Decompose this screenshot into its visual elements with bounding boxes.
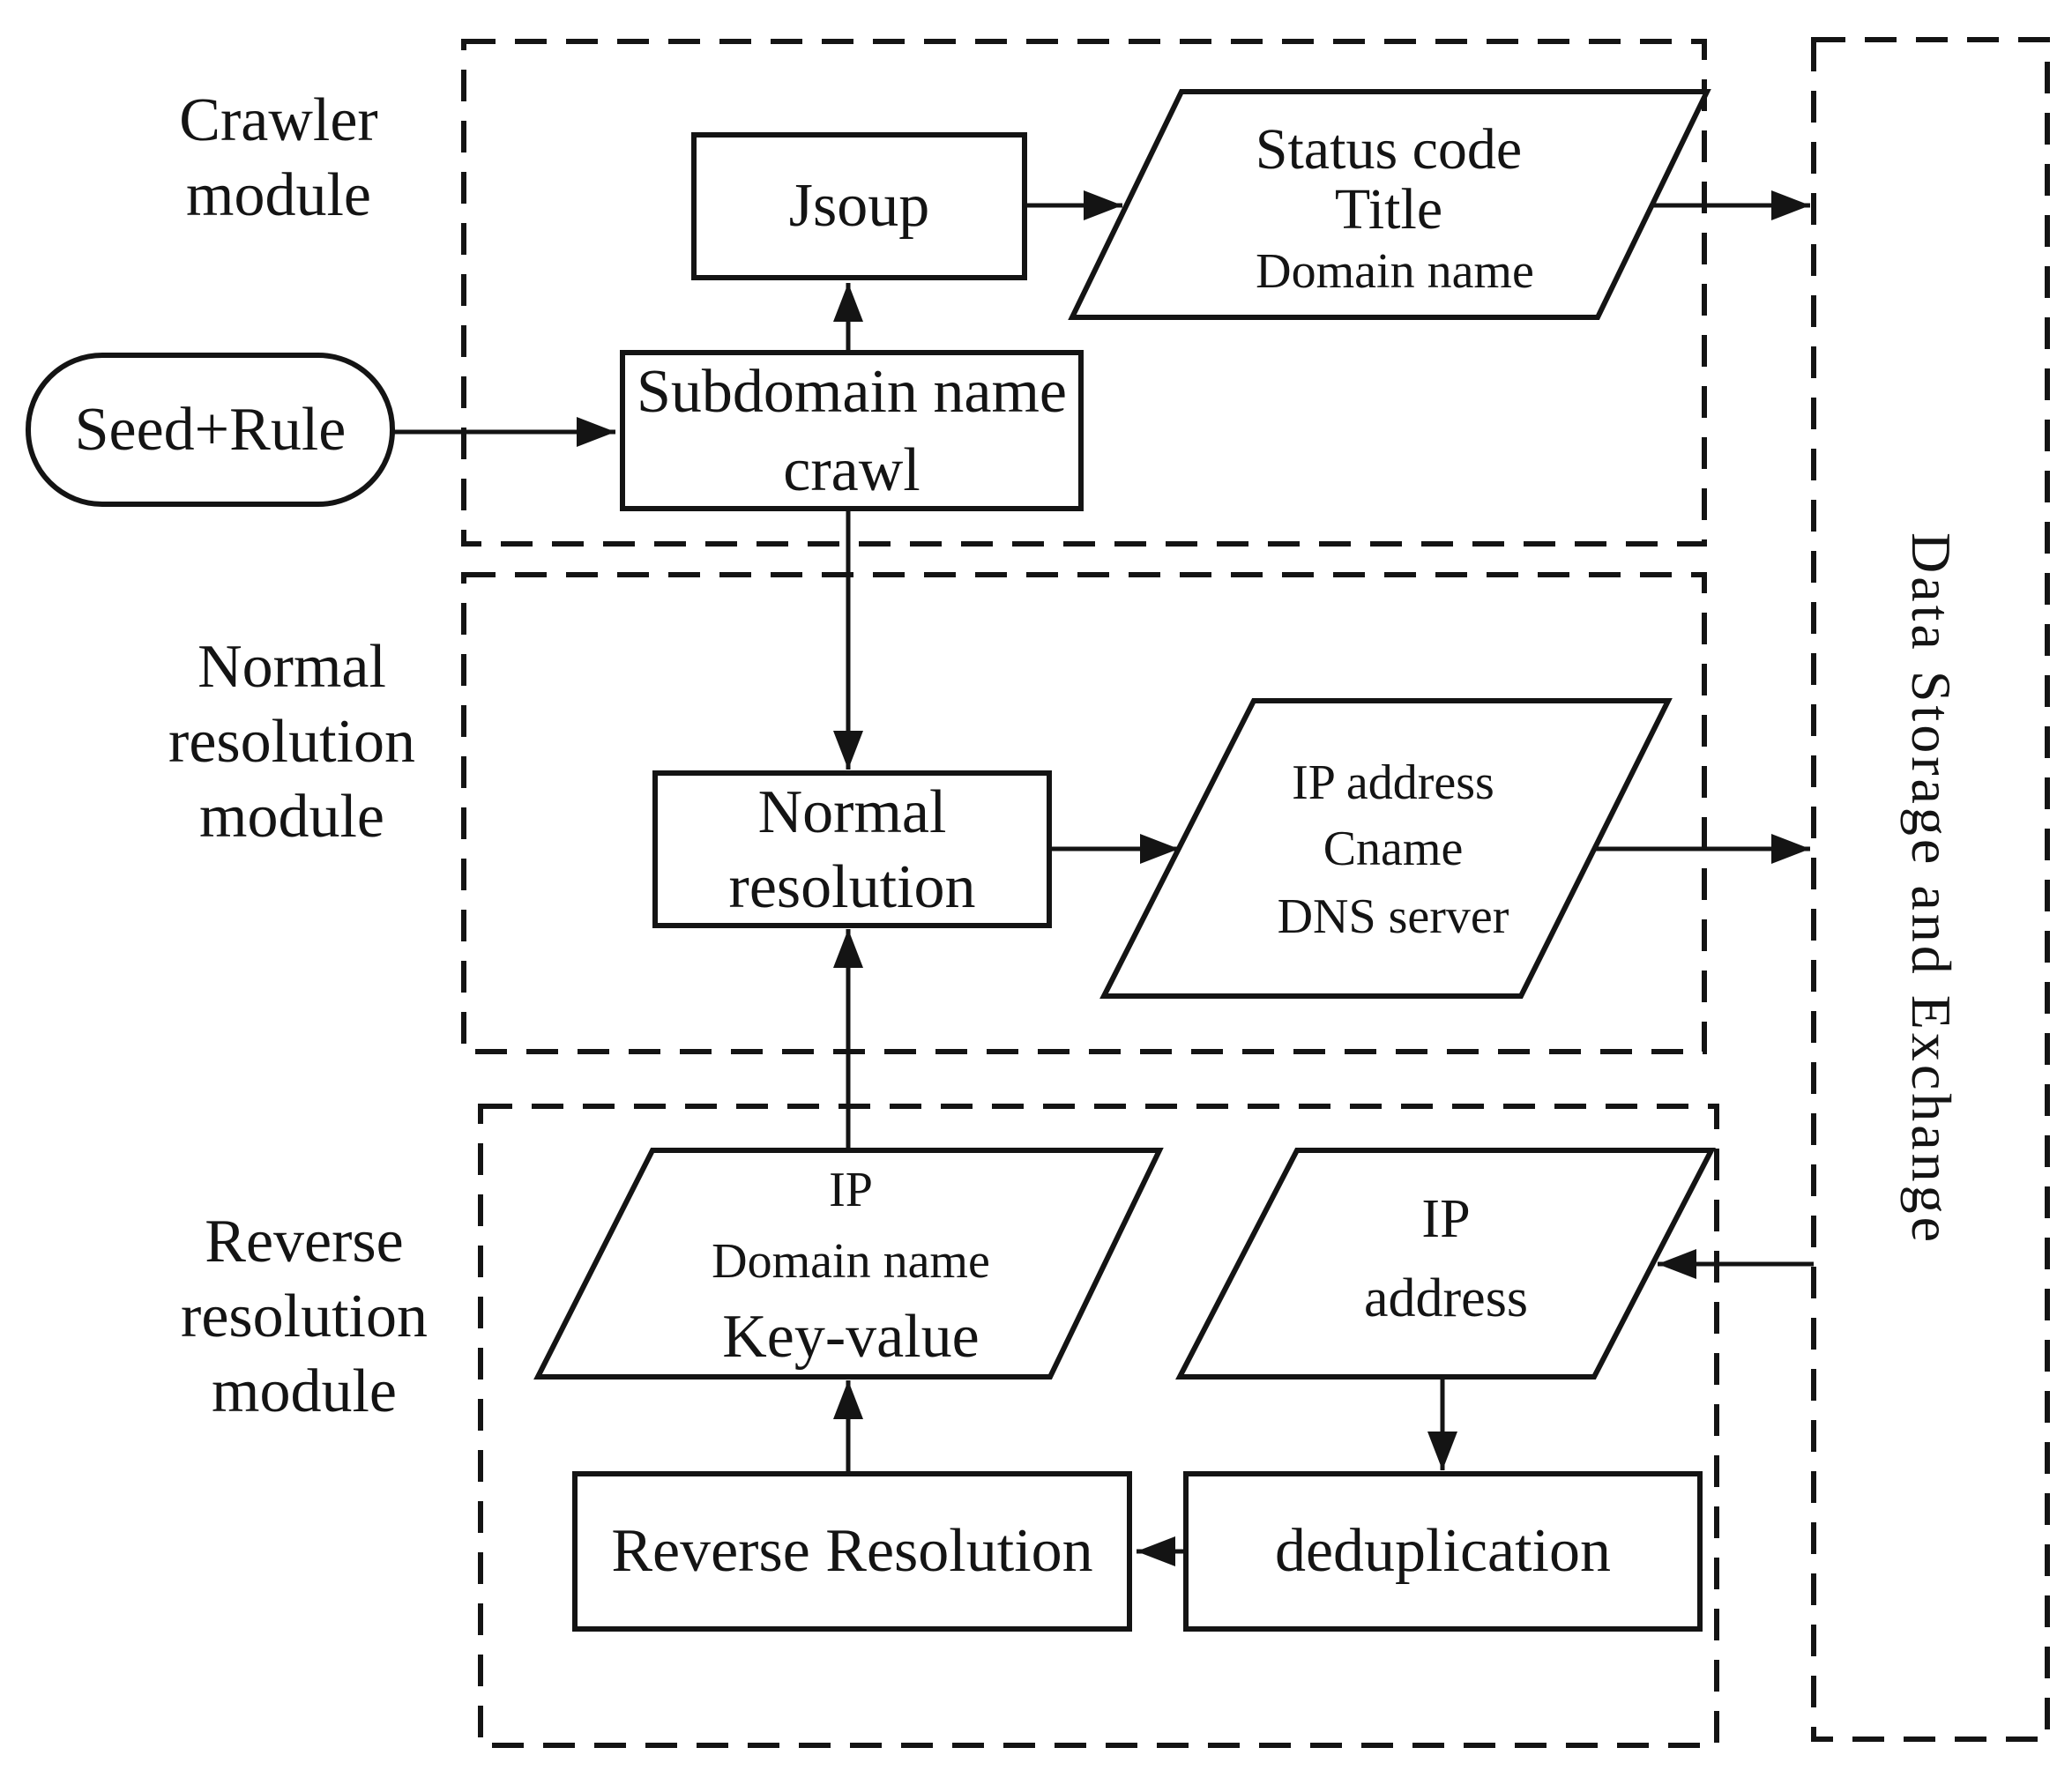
crawler-module-label-line2: module bbox=[186, 161, 371, 229]
normal-module-label-line1: Normal bbox=[198, 633, 386, 701]
dns-output-line3: DNS server bbox=[1277, 889, 1509, 944]
crawler-module-box bbox=[461, 39, 1707, 547]
data-storage-box bbox=[1811, 37, 2050, 1742]
normal-resolution-module-box bbox=[461, 572, 1707, 1054]
normal-resolution-module-label: Normal resolution module bbox=[71, 629, 512, 854]
reverse-module-label-line3: module bbox=[212, 1357, 397, 1425]
normal-resolution-label: Normal resolution bbox=[655, 773, 1049, 926]
reverse-module-label-line1: Reverse bbox=[205, 1208, 404, 1275]
normal-resolution-process-shape bbox=[652, 770, 1052, 928]
normal-module-label-line3: module bbox=[199, 783, 384, 851]
ip-address-line1: IP bbox=[1421, 1189, 1471, 1249]
crawler-module-label: Crawler module bbox=[58, 83, 499, 233]
subdomain-crawl-label: Subdomain name crawl bbox=[622, 353, 1081, 509]
jsoup-process-shape bbox=[691, 132, 1027, 280]
ip-address-line2: address bbox=[1364, 1268, 1528, 1328]
normal-resolution-label-line1: Normal bbox=[757, 777, 947, 846]
crawl-output-data-shape bbox=[1068, 89, 1711, 320]
ip-address-data-shape bbox=[1175, 1148, 1716, 1380]
jsoup-label: Jsoup bbox=[788, 172, 930, 240]
key-value-line3: Key-value bbox=[722, 1303, 980, 1371]
dns-output-data-shape bbox=[1099, 698, 1673, 999]
key-value-data-shape bbox=[533, 1148, 1164, 1380]
subdomain-crawl-label-line1: Subdomain name bbox=[637, 357, 1067, 426]
deduplication-process-shape bbox=[1183, 1471, 1703, 1632]
crawl-output-line3: Domain name bbox=[1256, 244, 1534, 299]
dns-output-line2: Cname bbox=[1323, 822, 1464, 876]
normal-resolution-label-line2: resolution bbox=[728, 852, 976, 921]
seed-rule-terminator-shape bbox=[26, 353, 395, 507]
crawler-module-label-line1: Crawler bbox=[179, 86, 378, 154]
key-value-line1: IP bbox=[829, 1163, 873, 1217]
reverse-resolution-module-label: Reverse resolution module bbox=[84, 1204, 525, 1429]
crawl-output-line2: Title bbox=[1334, 177, 1443, 242]
reverse-resolution-process-shape bbox=[572, 1471, 1132, 1632]
key-value-line2: Domain name bbox=[712, 1234, 990, 1289]
subdomain-crawl-process-shape bbox=[620, 350, 1084, 511]
reverse-module-label-line2: resolution bbox=[181, 1283, 428, 1350]
subdomain-crawl-label-line2: crawl bbox=[783, 435, 920, 504]
deduplication-label: deduplication bbox=[1274, 1517, 1611, 1585]
reverse-resolution-label: Reverse Resolution bbox=[611, 1517, 1093, 1585]
crawl-output-line1: Status code bbox=[1255, 117, 1523, 182]
dns-output-line1: IP address bbox=[1292, 755, 1494, 810]
normal-module-label-line2: resolution bbox=[168, 708, 415, 776]
data-storage-label: Data Storage and Exchange bbox=[1900, 532, 1963, 1246]
seed-rule-label: Seed+Rule bbox=[74, 395, 347, 464]
reverse-resolution-module-box bbox=[478, 1104, 1719, 1748]
